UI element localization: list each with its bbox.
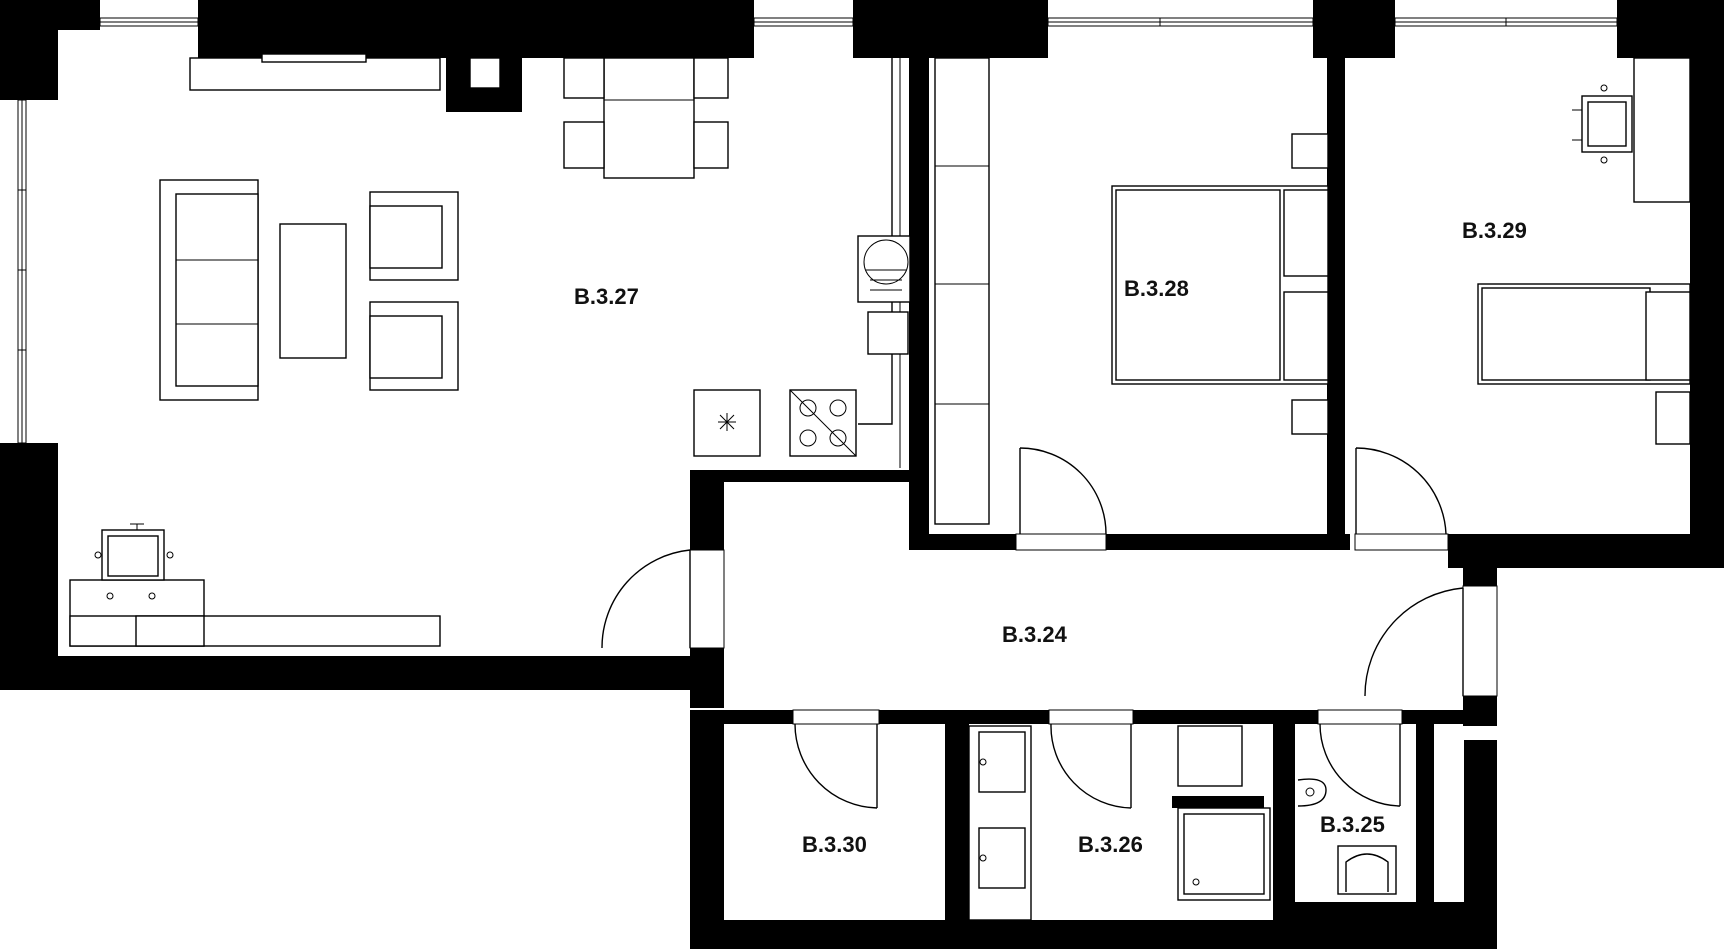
living-furniture	[69, 53, 911, 647]
doors	[601, 447, 1498, 809]
windows	[17, 17, 1618, 444]
room-labels: B.3.27 B.3.28 B.3.29 B.3.24 B.3.30 B.3.2…	[574, 218, 1527, 857]
bathroom-fixtures	[968, 725, 1397, 921]
bedroom1-furniture	[934, 57, 1329, 525]
room-label-bathroom: B.3.26	[1078, 832, 1143, 857]
room-label-living: B.3.27	[574, 284, 639, 309]
room-label-storage: B.3.30	[802, 832, 867, 857]
room-label-hall: B.3.24	[1002, 622, 1068, 647]
bedroom2-furniture	[1477, 57, 1691, 445]
room-label-wc: B.3.25	[1320, 812, 1385, 837]
room-label-bedroom-1: B.3.28	[1124, 276, 1189, 301]
room-label-bedroom-2: B.3.29	[1462, 218, 1527, 243]
